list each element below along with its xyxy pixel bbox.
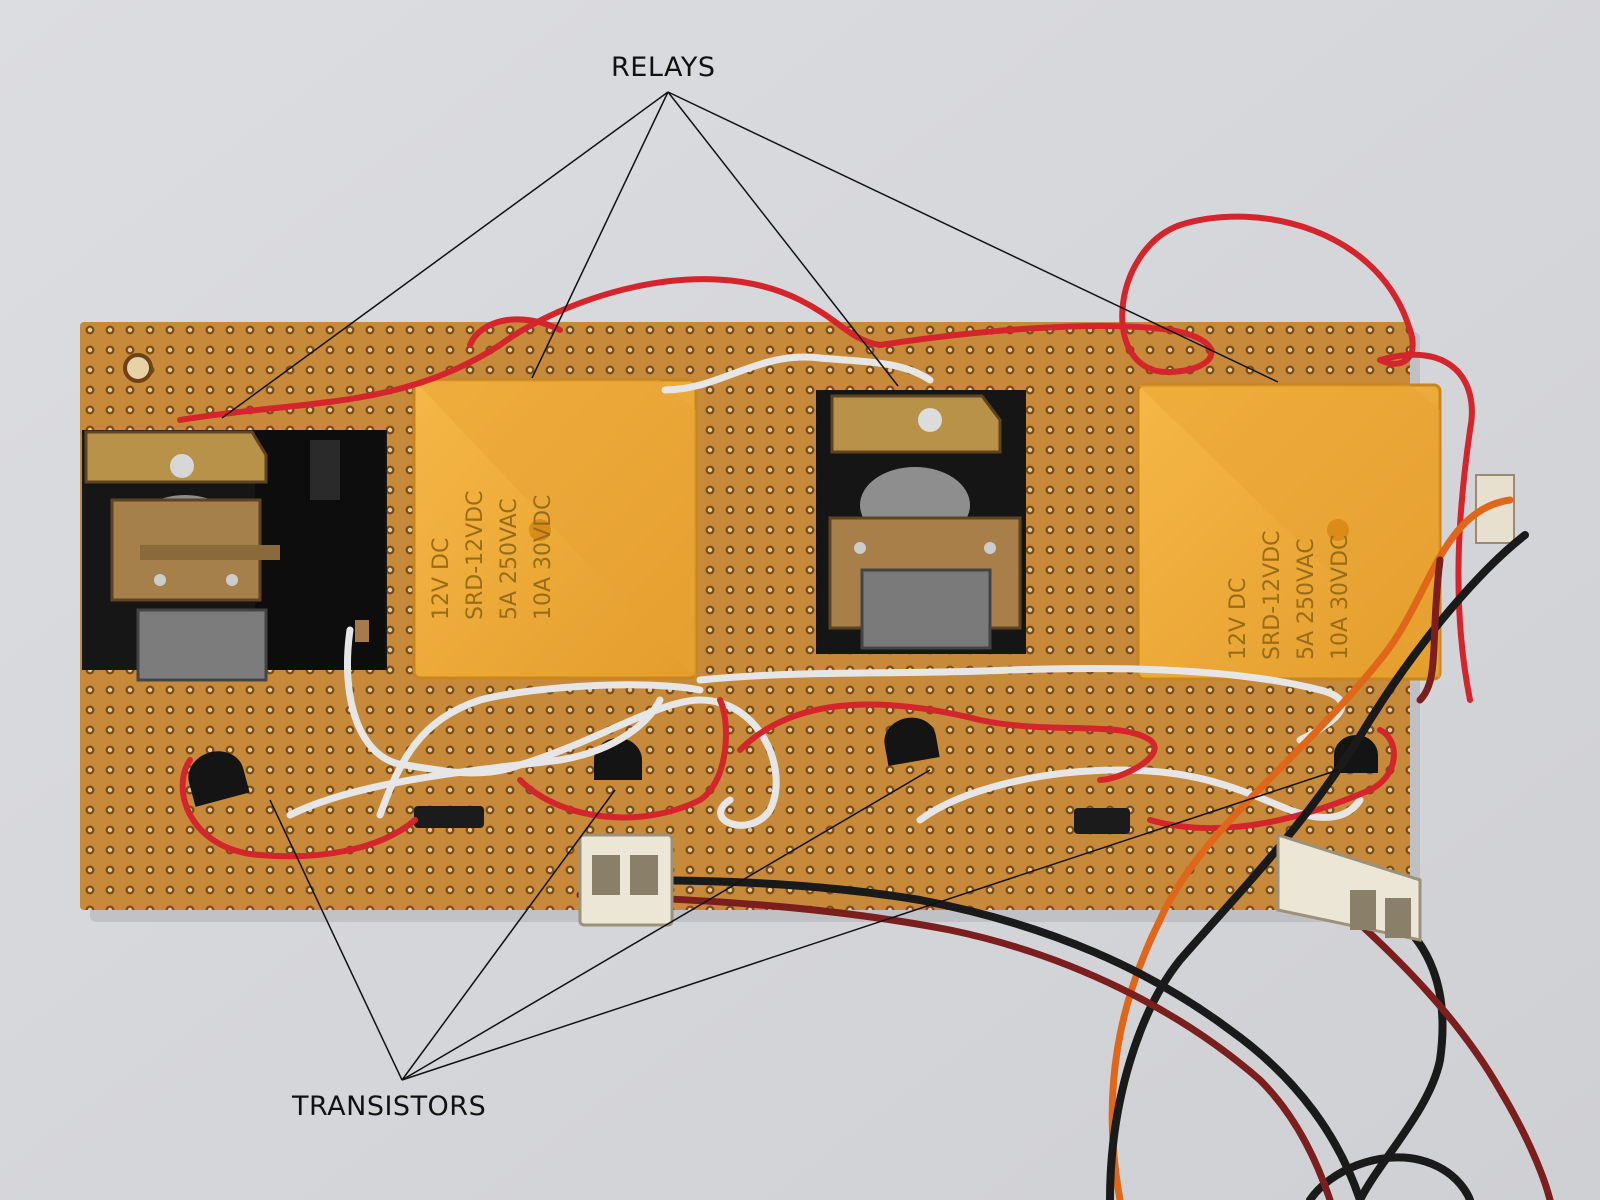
svg-text:5A 250VAC: 5A 250VAC bbox=[1294, 538, 1319, 660]
small-components bbox=[355, 620, 1130, 834]
transistors-label: TRANSISTORS bbox=[292, 1091, 487, 1122]
svg-text:5A 250VAC: 5A 250VAC bbox=[497, 498, 522, 620]
transistors-pointer-lines bbox=[269, 769, 1339, 1081]
svg-text:10A 30VDC: 10A 30VDC bbox=[1328, 535, 1353, 660]
svg-text:12V DC: 12V DC bbox=[1226, 578, 1251, 660]
transistors bbox=[188, 717, 1378, 807]
svg-text:12V DC: 12V DC bbox=[429, 538, 454, 620]
left-switch-component bbox=[82, 430, 387, 682]
relays-pointer-lines bbox=[221, 91, 1279, 419]
orange-wire bbox=[1108, 496, 1514, 1200]
brown-wires bbox=[576, 556, 1554, 1200]
svg-text:10A 30VDC: 10A 30VDC bbox=[531, 495, 556, 620]
svg-text:SRD-12VDC: SRD-12VDC bbox=[463, 491, 488, 620]
wire-connectors bbox=[578, 832, 1422, 942]
relay-1: 12V DC SRD-12VDC 5A 250VAC 10A 30VDC bbox=[412, 378, 698, 680]
svg-text:SRD-12VDC: SRD-12VDC bbox=[1260, 531, 1285, 660]
red-wires bbox=[177, 213, 1475, 860]
relays-label: RELAYS bbox=[611, 52, 716, 83]
middle-switch-component bbox=[816, 390, 1026, 654]
relay-2: 12V DC SRD-12VDC 5A 250VAC 10A 30VDC bbox=[1136, 383, 1442, 681]
